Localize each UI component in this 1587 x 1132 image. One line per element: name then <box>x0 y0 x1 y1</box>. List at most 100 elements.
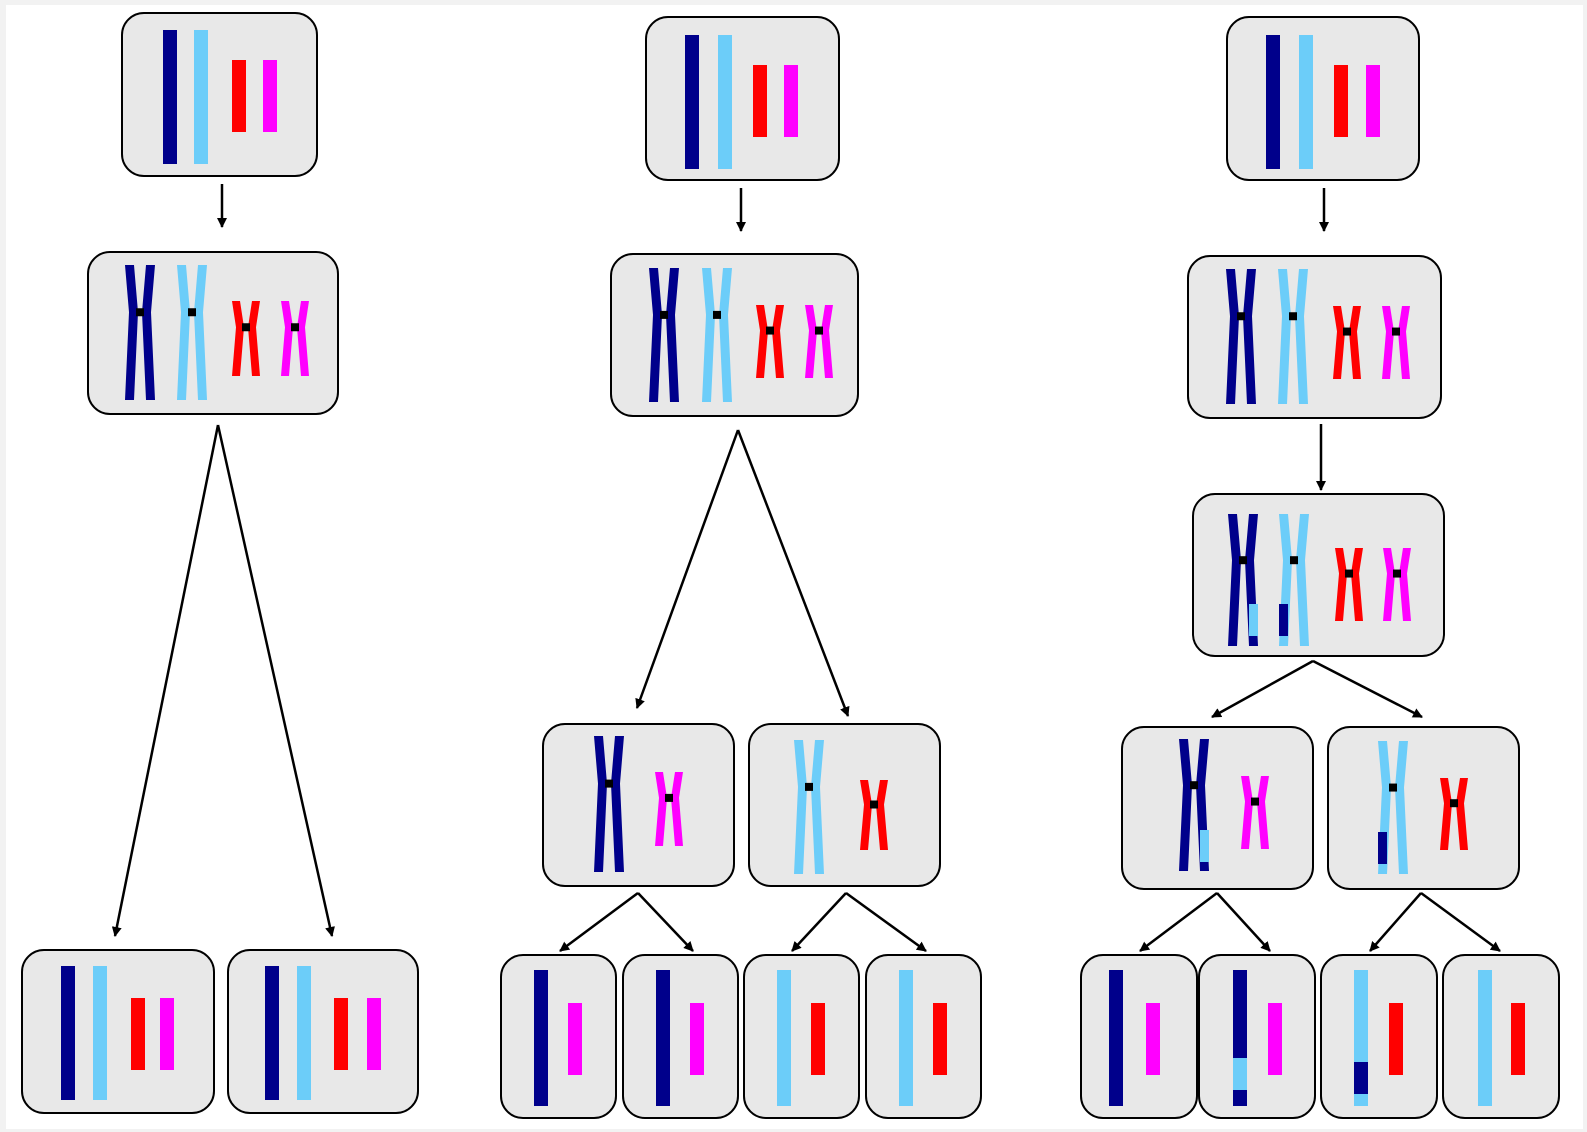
cell-membrane <box>1320 954 1438 1119</box>
cell-membrane <box>21 949 215 1114</box>
cell-membrane <box>542 723 735 887</box>
col3-meiosis-i-cell-1 <box>1121 726 1314 890</box>
chromatid-left <box>1241 776 1253 849</box>
chromosome <box>933 1003 947 1075</box>
col2-arrow-right <box>736 429 850 717</box>
col2-meiosis-i-cell-2 <box>748 723 941 887</box>
cell-membrane <box>1442 954 1560 1119</box>
col3-meiosis-i-cell-2 <box>1327 726 1520 890</box>
chromosome <box>690 1003 704 1075</box>
chromosome <box>1389 1003 1403 1075</box>
col2-arrow-left <box>635 429 740 709</box>
col2-parent-cell <box>645 16 840 181</box>
chromosome <box>334 998 348 1070</box>
cell-membrane <box>622 954 739 1119</box>
chromatid-right <box>1399 548 1411 621</box>
crossover-segment <box>1279 604 1288 636</box>
crossover-segment <box>1249 604 1258 636</box>
centromere <box>242 323 250 332</box>
chromosome <box>753 65 767 137</box>
chromatid-left <box>594 736 607 872</box>
col3-parent-cell <box>1226 16 1420 181</box>
chromosome <box>534 970 548 1106</box>
chromosome <box>1511 1003 1525 1075</box>
col3-arrow-right <box>1312 659 1423 719</box>
centromere <box>1393 569 1401 578</box>
chromatid-right <box>772 305 784 378</box>
centromere <box>1251 797 1259 806</box>
col3-arrow-g1 <box>1139 892 1218 952</box>
chromatid-left <box>232 301 244 376</box>
chromosome <box>1299 35 1313 169</box>
centromere <box>815 326 823 335</box>
centromere <box>1343 327 1351 336</box>
cell-membrane <box>743 954 860 1119</box>
col3-gamete-4 <box>1442 954 1560 1119</box>
cell-membrane <box>610 253 859 417</box>
chromatid-left <box>1278 269 1291 404</box>
chromatid-left <box>1333 306 1345 379</box>
col3-arrow-g2 <box>1216 892 1271 952</box>
centromere <box>660 310 668 319</box>
col3-arrow-g4 <box>1420 891 1501 953</box>
chromosome <box>61 966 75 1100</box>
centromere <box>665 793 673 802</box>
col2-arrow-g4 <box>845 891 927 953</box>
crossover-segment <box>1354 1062 1368 1094</box>
centromere <box>1345 569 1353 578</box>
chromatid-left <box>756 305 768 378</box>
centromere <box>1450 799 1458 808</box>
chromosome <box>784 65 798 137</box>
col2-gamete-2 <box>622 954 739 1119</box>
cells-layer <box>21 12 1560 1119</box>
col1-daughter-cell-2 <box>227 949 419 1114</box>
chromosome <box>811 1003 825 1075</box>
chromatid-left <box>1179 739 1192 871</box>
col3-crossing-over-cell <box>1192 493 1445 657</box>
chromosome <box>1366 65 1380 137</box>
chromatid-left <box>1335 548 1347 621</box>
col1-replicated-cell <box>87 251 339 415</box>
col3-gamete-3 <box>1320 954 1438 1119</box>
chromatid-left <box>860 780 872 850</box>
centromere <box>713 310 721 319</box>
chromatid-right <box>1257 776 1269 849</box>
col3-gamete-1 <box>1080 954 1198 1119</box>
chromosome <box>232 60 246 132</box>
chromatid-left <box>702 268 715 402</box>
cell-membrane <box>1198 954 1316 1119</box>
chromosome <box>194 30 208 164</box>
chromosome <box>1478 970 1492 1106</box>
chromatid-right <box>1398 306 1410 379</box>
chromatid-right <box>876 780 888 850</box>
centromere <box>805 782 813 791</box>
chromatid-right <box>194 265 207 400</box>
centromere <box>1289 312 1297 321</box>
chromatid-right <box>142 265 155 400</box>
chromatid-right <box>1349 306 1361 379</box>
centromere <box>1237 312 1245 321</box>
centromere <box>1392 327 1400 336</box>
cell-membrane <box>500 954 617 1119</box>
centromere <box>1389 783 1397 792</box>
cell-membrane <box>748 723 941 887</box>
chromosome <box>160 998 174 1070</box>
chromosome <box>263 60 277 132</box>
chromosome <box>1334 65 1348 137</box>
chromatid-right <box>666 268 679 402</box>
crossover-segment <box>1378 832 1387 864</box>
chromosome <box>656 970 670 1106</box>
chromatid-right <box>1296 514 1309 646</box>
col1-daughter-cell-1 <box>21 949 215 1114</box>
chromatid-right <box>248 301 260 376</box>
col3-replicated-cell <box>1187 255 1442 419</box>
chromosome <box>899 970 913 1106</box>
chromosome <box>718 35 732 169</box>
chromatid-right <box>1395 741 1408 874</box>
col2-arrow-g1 <box>559 891 639 953</box>
cell-membrane <box>645 16 840 181</box>
chromosome <box>685 35 699 169</box>
col1-parent-cell <box>121 12 318 177</box>
chromatid-right <box>671 772 683 846</box>
